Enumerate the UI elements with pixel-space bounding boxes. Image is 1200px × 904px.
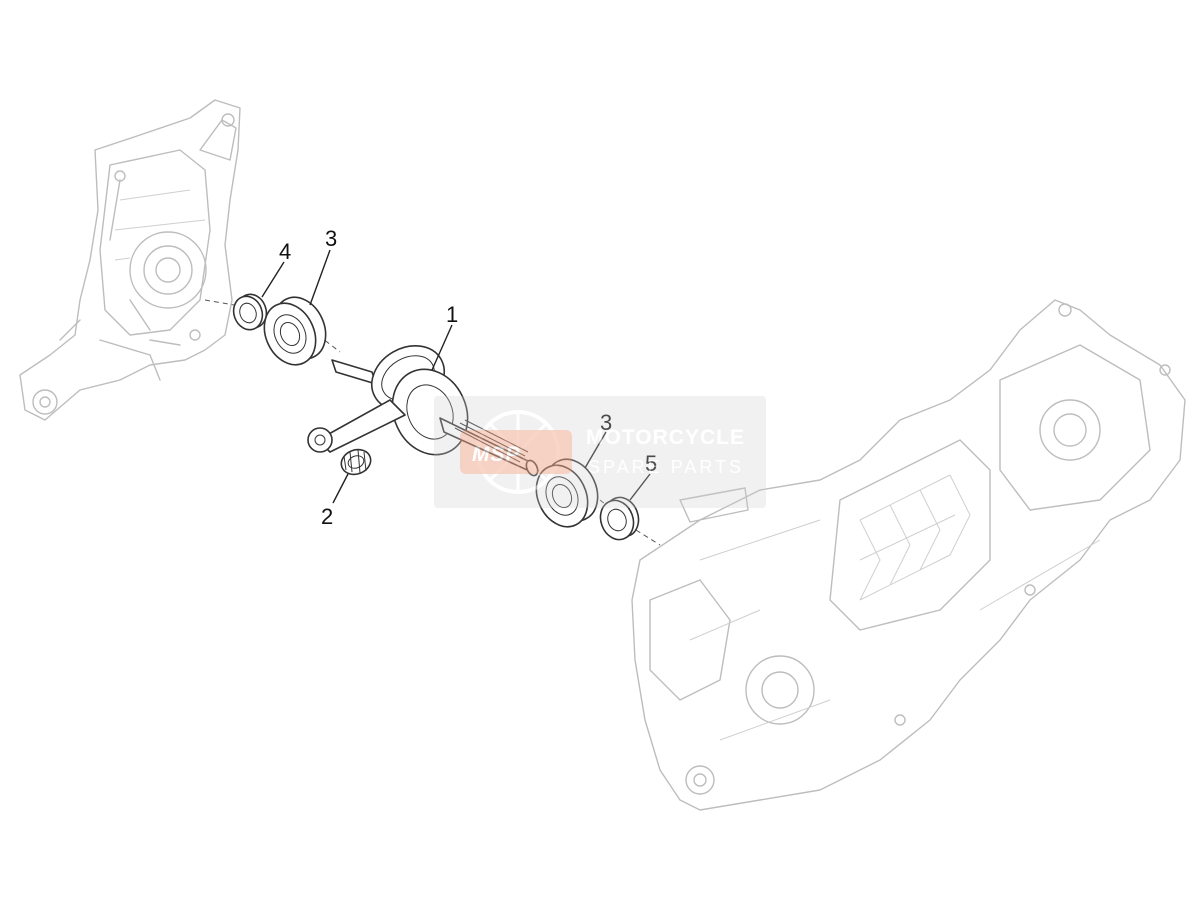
crankshaft[interactable] (307, 333, 540, 477)
callout-1: 1 (446, 302, 458, 327)
callout-leaders (261, 249, 651, 504)
right-crankcase-ghost (631, 299, 1186, 811)
oil-seal-left[interactable] (229, 290, 271, 334)
left-crankcase-ghost (19, 99, 241, 421)
callout-3-left: 3 (325, 226, 337, 251)
callout-2: 2 (321, 504, 333, 529)
watermark: MSP MOTORCYCLE SPARE PARTS (434, 396, 766, 508)
oil-seal-right[interactable] (595, 493, 644, 545)
callout-5: 5 (645, 451, 657, 476)
callout-3-right: 3 (600, 410, 612, 435)
watermark-logo-icon: MSP (460, 410, 572, 494)
watermark-title: MOTORCYCLE (586, 426, 745, 449)
ball-bearing-left[interactable] (255, 289, 336, 373)
needle-roller-cage[interactable] (338, 446, 374, 479)
ball-bearing-right[interactable] (527, 451, 608, 535)
watermark-subtitle: SPARE PARTS (588, 457, 744, 477)
callout-4: 4 (279, 239, 291, 264)
watermark-logo-text: MSP (472, 443, 521, 466)
